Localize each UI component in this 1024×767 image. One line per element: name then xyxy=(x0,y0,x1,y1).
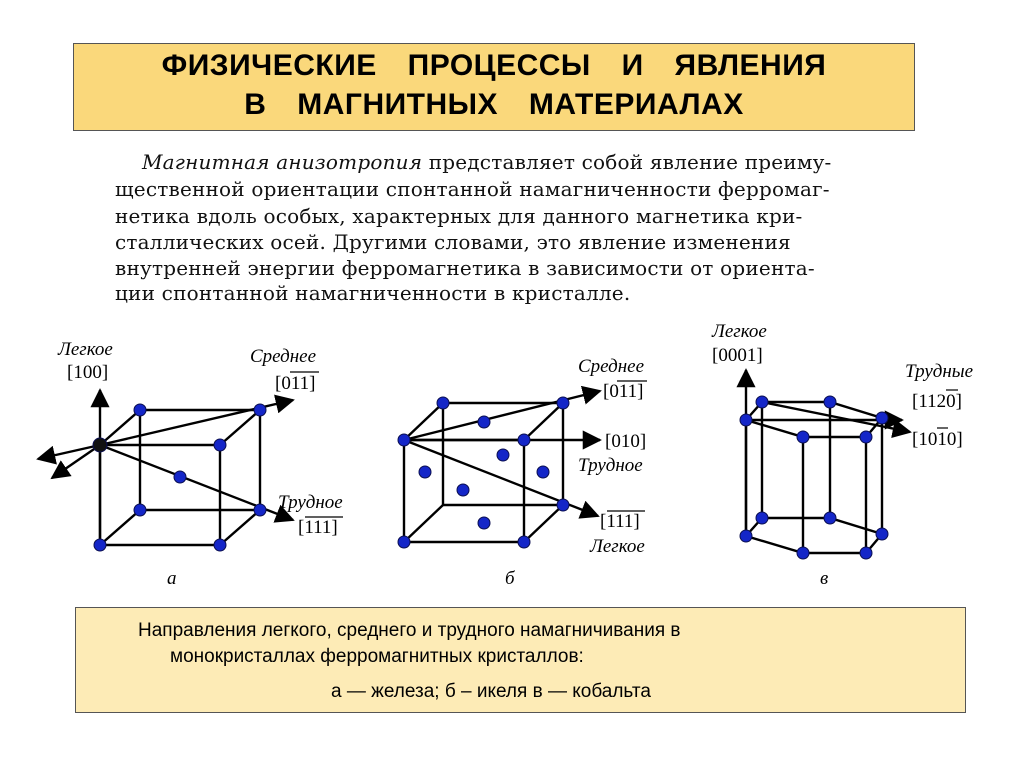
paragraph-line-6: ции спонтанной намагниченности в кристал… xyxy=(115,281,631,305)
fig-b-easy-label: Легкое xyxy=(589,536,645,557)
atom xyxy=(556,498,570,512)
atom xyxy=(133,503,147,517)
caption-box: Направления легкого, среднего и трудного… xyxy=(75,607,966,713)
atom xyxy=(517,535,531,549)
fig-a-medium-index: [011] xyxy=(275,373,315,394)
atom xyxy=(133,403,147,417)
fig-a-caption: а xyxy=(167,568,177,589)
paragraph-line-1: Магнитная анизотропия представляет собой… xyxy=(142,150,832,174)
figure-b-fcc-cube xyxy=(402,385,602,544)
atom xyxy=(755,511,769,525)
paragraph-line-2: щественной ориентации спонтанной намагни… xyxy=(115,177,830,201)
title-line-1: ФИЗИЧЕСКИЕ ПРОЦЕССЫ И ЯВЛЕНИЯ xyxy=(161,49,827,82)
atom xyxy=(739,413,753,427)
caption-line-2: монокристаллах ферромагнитных кристаллов… xyxy=(170,646,584,667)
fig-a-easy-label: Легкое xyxy=(57,339,113,360)
fig-c-caption: в xyxy=(820,568,828,589)
fig-b-hard-index: [010] xyxy=(605,431,646,452)
atom xyxy=(397,433,411,447)
fig-a-hard-label: Трудное xyxy=(278,492,343,513)
atom xyxy=(456,483,470,497)
atom xyxy=(253,403,267,417)
title-line-2: В МАГНИТНЫХ МАТЕРИАЛАХ xyxy=(244,88,744,121)
paragraph-line-5: внутренней энергии ферромагнетика в зави… xyxy=(115,256,815,280)
atom xyxy=(213,538,227,552)
atom xyxy=(796,430,810,444)
description-paragraph: Магнитная анизотропия представляет собой… xyxy=(0,0,1024,320)
atom xyxy=(755,395,769,409)
atom xyxy=(173,470,187,484)
figure-c-atoms xyxy=(739,395,889,560)
atom xyxy=(477,516,491,530)
paragraph-term: Магнитная анизотропия xyxy=(142,150,423,174)
atom xyxy=(517,433,531,447)
caption-line-3: а — железа; б – икеля в — кобальта xyxy=(331,681,651,702)
atom xyxy=(92,437,108,453)
atom xyxy=(496,448,510,462)
atom xyxy=(536,465,550,479)
fig-c-easy-label: Легкое xyxy=(711,321,767,342)
atom xyxy=(823,395,837,409)
atom xyxy=(418,465,432,479)
paragraph-line-4: сталлических осей. Другими словами, это … xyxy=(115,230,791,254)
fig-c-hard-label: Трудные xyxy=(905,361,973,382)
fig-c-hard-index-2: [1010] xyxy=(912,429,963,450)
fig-a-easy-index: [100] xyxy=(67,362,108,383)
fig-b-easy-index: [111] xyxy=(600,511,640,532)
fig-c-hard-index-1: [1120] xyxy=(912,391,962,412)
fig-a-hard-index: [111] xyxy=(298,517,338,538)
atom xyxy=(436,396,450,410)
fig-c-easy-index: [0001] xyxy=(712,345,763,366)
paragraph-line-3: нетика вдоль особых, характерных для дан… xyxy=(115,204,803,228)
caption-line-1: Направления легкого, среднего и трудного… xyxy=(138,620,681,641)
atom xyxy=(796,546,810,560)
figure-b-atoms xyxy=(397,396,570,549)
fig-a-medium-label: Среднее xyxy=(250,346,316,367)
fig-b-medium-index: [011] xyxy=(603,381,643,402)
fig-b-caption: б xyxy=(505,568,516,589)
atom xyxy=(875,411,889,425)
atom xyxy=(477,415,491,429)
atom xyxy=(397,535,411,549)
atom xyxy=(253,503,267,517)
atom xyxy=(859,546,873,560)
title-box: ФИЗИЧЕСКИЕ ПРОЦЕССЫ И ЯВЛЕНИЯ В МАГНИТНЫ… xyxy=(73,43,915,131)
atom xyxy=(875,527,889,541)
fig-b-hard-label: Трудное xyxy=(578,455,643,476)
atom xyxy=(823,511,837,525)
atom xyxy=(93,538,107,552)
atom xyxy=(859,430,873,444)
figure-a-atoms xyxy=(92,403,267,552)
atom xyxy=(213,438,227,452)
atom xyxy=(739,529,753,543)
fig-b-medium-label: Среднее xyxy=(578,356,644,377)
paragraph-line-1-rest: представляет собой явление преиму- xyxy=(422,150,832,174)
atom xyxy=(556,396,570,410)
